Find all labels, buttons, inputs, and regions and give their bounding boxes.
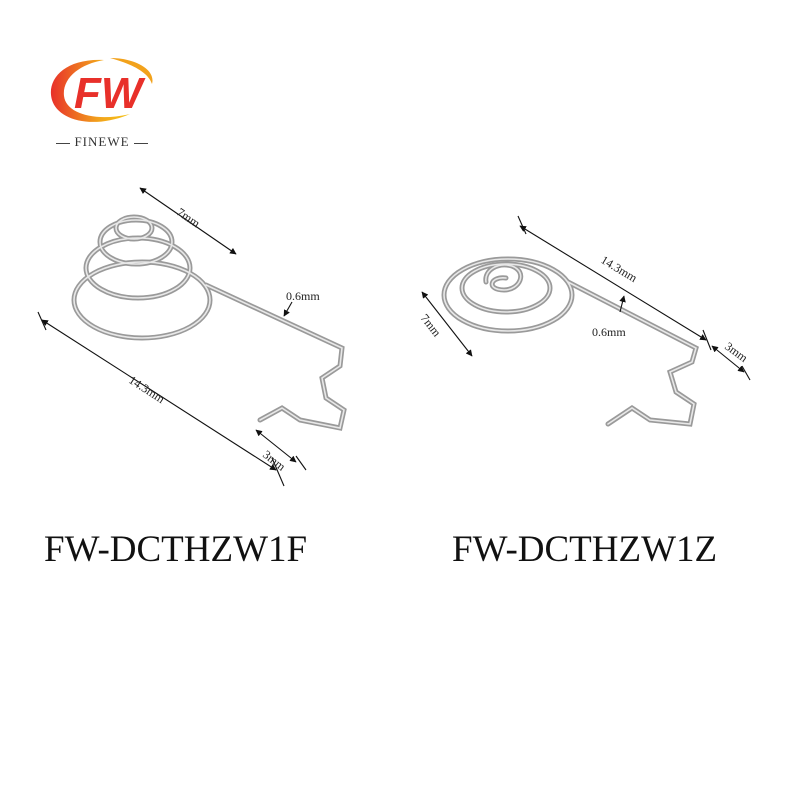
- brand-logo: FW FINEWE: [44, 52, 160, 150]
- dim-tail-length: 3mm: [260, 447, 289, 474]
- dim-tail-length-right: 3mm: [722, 339, 751, 365]
- brand-name: FINEWE: [44, 134, 160, 150]
- svg-text:FW: FW: [74, 69, 146, 118]
- dimensions-right: [421, 215, 751, 381]
- conical-spring-left: [71, 214, 347, 431]
- dim-wire-thickness-right: 0.6mm: [592, 325, 626, 339]
- dim-total-length-right: 14.3mm: [598, 253, 640, 286]
- fw-logo-icon: FW: [50, 58, 153, 122]
- dim-wire-thickness: 0.6mm: [286, 289, 320, 303]
- model-label-right: FW-DCTHZW1Z: [452, 529, 718, 570]
- dimensions-left: [37, 187, 307, 487]
- dim-top-width: 7mm: [174, 205, 203, 231]
- dim-total-length: 14.3mm: [126, 373, 167, 407]
- model-label-left: FW-DCTHZW1F: [44, 529, 308, 570]
- spiral-spring-right: [441, 256, 699, 427]
